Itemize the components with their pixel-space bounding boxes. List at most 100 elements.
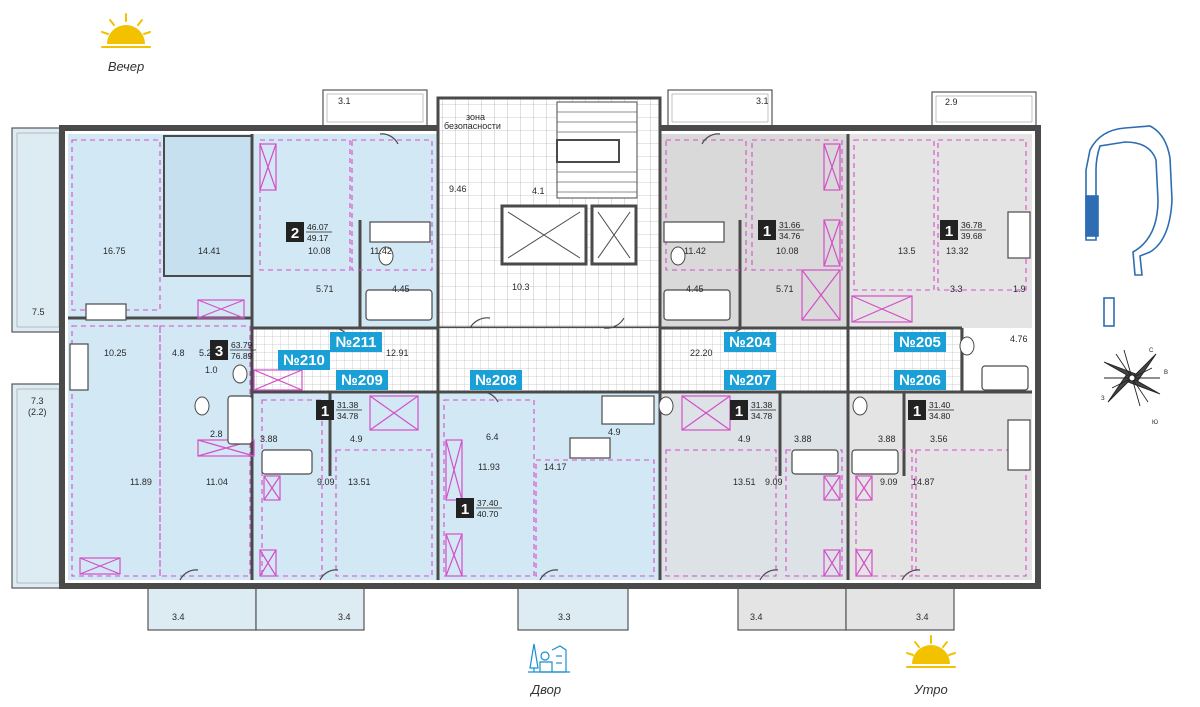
svg-text:4.9: 4.9 (608, 427, 621, 437)
elevator-shafts (500, 204, 638, 266)
svg-text:1: 1 (461, 501, 469, 518)
safety-zone-line1: зона (466, 112, 485, 122)
toilets (194, 246, 975, 416)
svg-text:3: 3 (215, 343, 223, 360)
svg-text:10.25: 10.25 (104, 348, 127, 358)
svg-text:№208: №208 (475, 372, 517, 389)
svg-text:11.89: 11.89 (130, 477, 152, 487)
svg-text:16.75: 16.75 (103, 246, 126, 256)
svg-text:3.56: 3.56 (930, 434, 948, 444)
svg-text:№205: №205 (899, 334, 941, 351)
svg-text:1: 1 (321, 403, 329, 420)
svg-text:Ю: Ю (1152, 420, 1158, 426)
apartment-tag-206[interactable]: №206 (894, 370, 946, 390)
svg-text:№207: №207 (729, 372, 771, 389)
svg-text:13.32: 13.32 (946, 246, 969, 256)
svg-text:4.1: 4.1 (532, 186, 545, 196)
svg-text:1: 1 (913, 403, 921, 420)
svg-text:13.51: 13.51 (348, 477, 371, 487)
wardrobes (79, 143, 913, 577)
rooms-badge-210: 2 46.07 49.17 (286, 222, 332, 243)
svg-text:3.88: 3.88 (260, 434, 278, 444)
apartment-tag-205[interactable]: №205 (894, 332, 946, 352)
svg-text:14.17: 14.17 (544, 462, 567, 472)
compass-rose-icon: С В Ю З (1101, 348, 1168, 426)
svg-text:№204: №204 (729, 334, 771, 351)
apartment-tag-210[interactable]: №210 (278, 350, 330, 370)
building-key-plan (1085, 125, 1173, 327)
svg-text:31.66: 31.66 (779, 220, 801, 230)
apartment-tag-204[interactable]: №204 (724, 332, 776, 352)
svg-text:7.3: 7.3 (31, 396, 44, 406)
label-morning: Утро (913, 682, 947, 697)
svg-text:5.71: 5.71 (776, 284, 794, 294)
rooms-badge-204: 1 31.66 34.76 (758, 220, 804, 241)
loggia-left-lower: 7.3 (2.2) (11, 383, 65, 589)
svg-text:11.04: 11.04 (206, 477, 228, 487)
svg-text:№206: №206 (899, 372, 941, 389)
svg-text:34.76: 34.76 (779, 231, 801, 241)
rooms-badge-211: 3 63.79 76.89 (210, 340, 256, 361)
svg-text:11.93: 11.93 (478, 462, 500, 472)
loggia-left-upper: 7.5 (11, 127, 65, 333)
svg-text:31.38: 31.38 (751, 400, 773, 410)
rooms-badge-205: 1 36.78 39.68 (940, 220, 986, 241)
svg-text:2.9: 2.9 (945, 97, 958, 107)
svg-text:11.42: 11.42 (684, 246, 706, 256)
room-area-labels: 16.75 14.41 11.42 10.08 5.71 4.45 9.46 4… (103, 184, 1028, 487)
svg-text:С: С (1149, 348, 1154, 354)
svg-text:№209: №209 (341, 372, 383, 389)
apartment-tag-208[interactable]: №208 (470, 370, 522, 390)
svg-text:3.4: 3.4 (172, 612, 185, 622)
svg-text:10.08: 10.08 (776, 246, 799, 256)
svg-text:22.20: 22.20 (690, 348, 713, 358)
svg-text:31.38: 31.38 (337, 400, 359, 410)
svg-text:4.45: 4.45 (392, 284, 410, 294)
label-evening: Вечер (108, 59, 144, 74)
label-yard: Двор (529, 682, 561, 697)
svg-text:2.8: 2.8 (210, 429, 223, 439)
svg-text:1: 1 (945, 223, 953, 240)
svg-text:4.9: 4.9 (738, 434, 751, 444)
svg-text:1.0: 1.0 (205, 365, 218, 375)
svg-text:1: 1 (735, 403, 743, 420)
svg-text:63.79: 63.79 (231, 340, 253, 350)
svg-text:12.91: 12.91 (386, 348, 409, 358)
svg-text:7.5: 7.5 (32, 307, 45, 317)
balcony-top-left: 3.1 (322, 89, 428, 127)
svg-text:76.89: 76.89 (231, 351, 253, 361)
apartment-tag-207[interactable]: №207 (724, 370, 776, 390)
svg-text:3.3: 3.3 (950, 284, 963, 294)
balcony-bottom-3: 3.3 (517, 587, 629, 631)
svg-text:31.40: 31.40 (929, 400, 951, 410)
svg-text:9.09: 9.09 (880, 477, 898, 487)
svg-text:3.4: 3.4 (916, 612, 929, 622)
svg-text:В: В (1164, 370, 1168, 376)
svg-text:3.4: 3.4 (338, 612, 351, 622)
svg-text:9.09: 9.09 (317, 477, 335, 487)
svg-text:14.41: 14.41 (198, 246, 221, 256)
yard-icon (528, 643, 570, 673)
svg-text:5.71: 5.71 (316, 284, 334, 294)
safety-zone-line2: безопасности (444, 121, 501, 131)
rooms-badge-207: 1 31.38 34.78 (730, 400, 776, 421)
svg-text:№210: №210 (283, 352, 325, 369)
stairs (556, 101, 638, 199)
svg-text:46.07: 46.07 (307, 222, 329, 232)
svg-text:4.9: 4.9 (350, 434, 363, 444)
svg-text:9.46: 9.46 (449, 184, 467, 194)
svg-text:№211: №211 (336, 334, 377, 351)
svg-text:4.76: 4.76 (1010, 334, 1028, 344)
apartment-tag-211[interactable]: №211 (330, 332, 382, 352)
svg-text:14.87: 14.87 (912, 477, 935, 487)
apartment-tag-209[interactable]: №209 (336, 370, 388, 390)
svg-text:З: З (1101, 396, 1105, 402)
svg-text:4.45: 4.45 (686, 284, 704, 294)
bathroom-fixtures (69, 211, 1031, 475)
svg-text:(2.2): (2.2) (28, 407, 47, 417)
balcony-bottom-1: 3.4 (147, 587, 257, 631)
svg-text:36.78: 36.78 (961, 220, 983, 230)
svg-text:34.80: 34.80 (929, 411, 951, 421)
balcony-top-right: 3.1 (667, 89, 773, 127)
